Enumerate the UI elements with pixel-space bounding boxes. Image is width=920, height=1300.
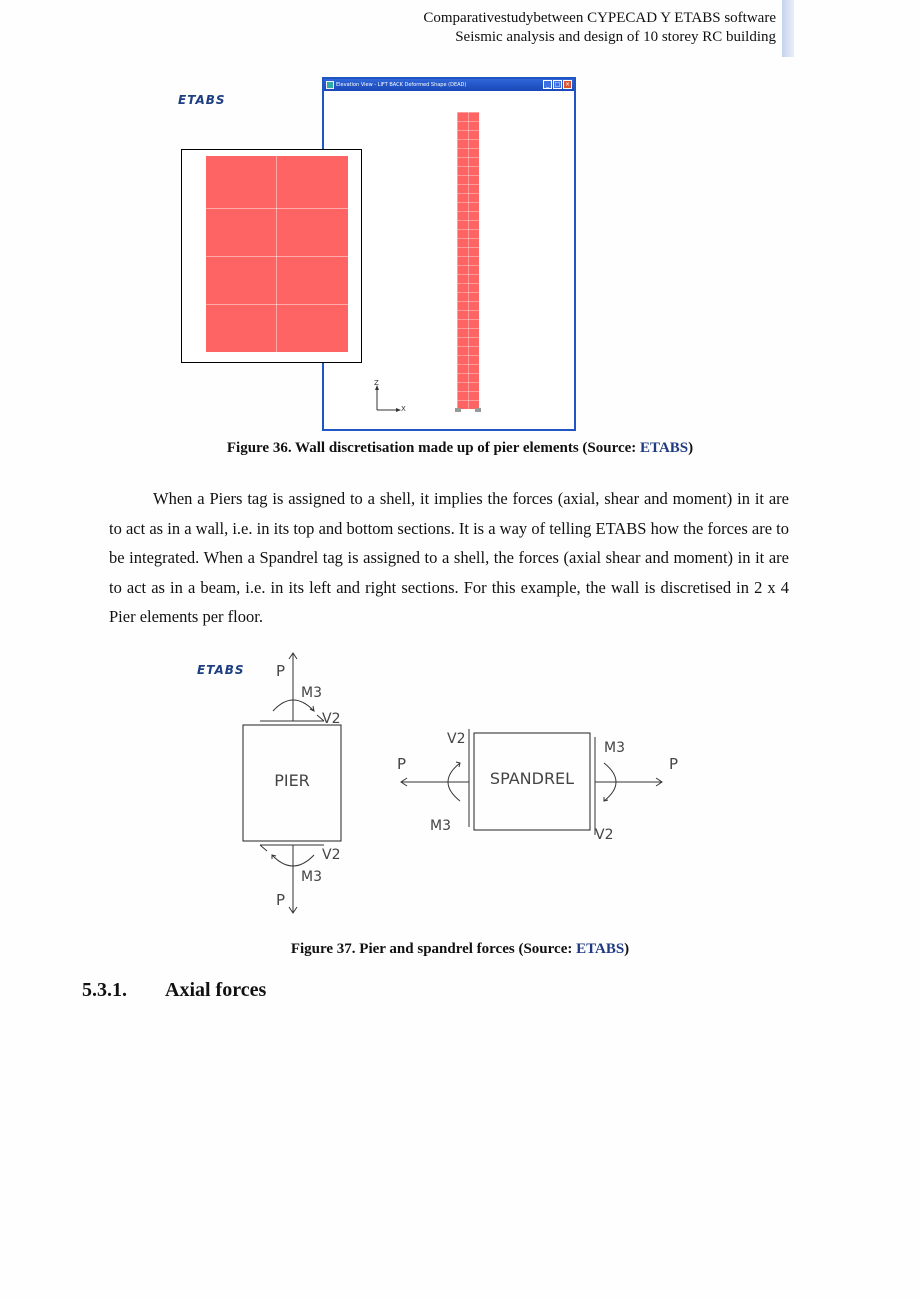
discretised-wall — [206, 156, 348, 352]
pier-grid-line — [206, 304, 348, 305]
label-p: P — [276, 891, 285, 909]
figure-36-caption: Figure 36. Wall discretisation made up o… — [0, 440, 920, 457]
body-paragraph: When a Piers tag is assigned to a shell,… — [109, 484, 789, 632]
etabs-elevation-window: Elevation View - LIFT BACK Deformed Shap… — [322, 77, 576, 431]
pier-grid-line — [276, 156, 277, 352]
arrow-head — [400, 777, 408, 787]
v2-arrow — [259, 844, 268, 852]
header-line-2: Seismic analysis and design of 10 storey… — [455, 29, 776, 45]
figure-37-caption: Figure 37. Pier and spandrel forces (Sou… — [0, 941, 920, 958]
window-title-bar: Elevation View - LIFT BACK Deformed Shap… — [324, 79, 574, 91]
label-p: P — [397, 755, 406, 773]
pier-grid-line — [206, 256, 348, 257]
label-m3: M3 — [430, 818, 451, 834]
m3-curve — [271, 854, 315, 867]
spandrel-box — [473, 732, 591, 831]
arrow-head — [288, 906, 298, 914]
section-title: Axial forces — [165, 979, 267, 1001]
support-icon — [455, 408, 461, 412]
window-title: Elevation View - LIFT BACK Deformed Shap… — [336, 82, 467, 88]
label-v2: V2 — [322, 711, 340, 727]
label-p: P — [276, 662, 285, 680]
pier-label: PIER — [274, 771, 310, 790]
axis-triad-icon — [375, 385, 401, 412]
label-v2: V2 — [322, 847, 340, 863]
caption-source: ETABS — [640, 440, 689, 456]
paragraph-text: When a Piers tag is assigned to a shell,… — [109, 489, 789, 626]
caption-source: ETABS — [576, 941, 625, 957]
arrow-head — [603, 797, 609, 802]
axis-z-label: Z — [374, 379, 379, 387]
v2-arrow — [316, 714, 325, 722]
minimize-icon: _ — [543, 80, 552, 89]
label-v2: V2 — [447, 731, 465, 747]
etabs-logo: ETABS — [178, 93, 226, 107]
caption-text: Figure 36. Wall discretisation made up o… — [226, 440, 641, 456]
m3-curve — [272, 699, 315, 712]
spandrel-label: SPANDREL — [490, 769, 574, 788]
caption-text-end: ) — [688, 440, 694, 456]
support-icon — [475, 408, 481, 412]
close-icon: × — [563, 80, 572, 89]
pier-grid-line — [206, 208, 348, 209]
header-line-1: Comparativestudybetween CYPECAD Y ETABS … — [423, 10, 776, 26]
etabs-logo: ETABS — [197, 663, 245, 677]
arrow-head — [271, 854, 277, 859]
header-accent-bar — [782, 0, 794, 57]
maximize-icon: □ — [553, 80, 562, 89]
running-header: Comparativestudybetween CYPECAD Y ETABS … — [423, 9, 776, 47]
arrow-head — [655, 777, 663, 787]
label-m3: M3 — [301, 869, 322, 885]
caption-text-end: ) — [624, 941, 630, 957]
label-p: P — [669, 755, 678, 773]
arrow-head — [455, 761, 461, 768]
m3-curve — [603, 762, 617, 802]
label-m3: M3 — [604, 740, 625, 756]
axis-x-label: X — [401, 405, 406, 413]
pier-wall-elevation — [457, 112, 479, 409]
app-icon — [326, 81, 334, 89]
wall-inset-view — [181, 149, 362, 363]
label-m3: M3 — [301, 685, 322, 701]
m3-curve — [447, 762, 461, 802]
pier-box — [242, 724, 342, 842]
arrow-head — [288, 652, 298, 660]
label-v2: V2 — [595, 827, 613, 843]
arrow-head — [309, 705, 315, 712]
caption-text: Figure 37. Pier and spandrel forces (Sou… — [290, 941, 577, 957]
section-number: 5.3.1. — [82, 979, 127, 1001]
pier-spandrel-force-diagram: PIER P M3 V2 P M3 V2 SPANDREL P M3 V2 P … — [242, 652, 678, 914]
